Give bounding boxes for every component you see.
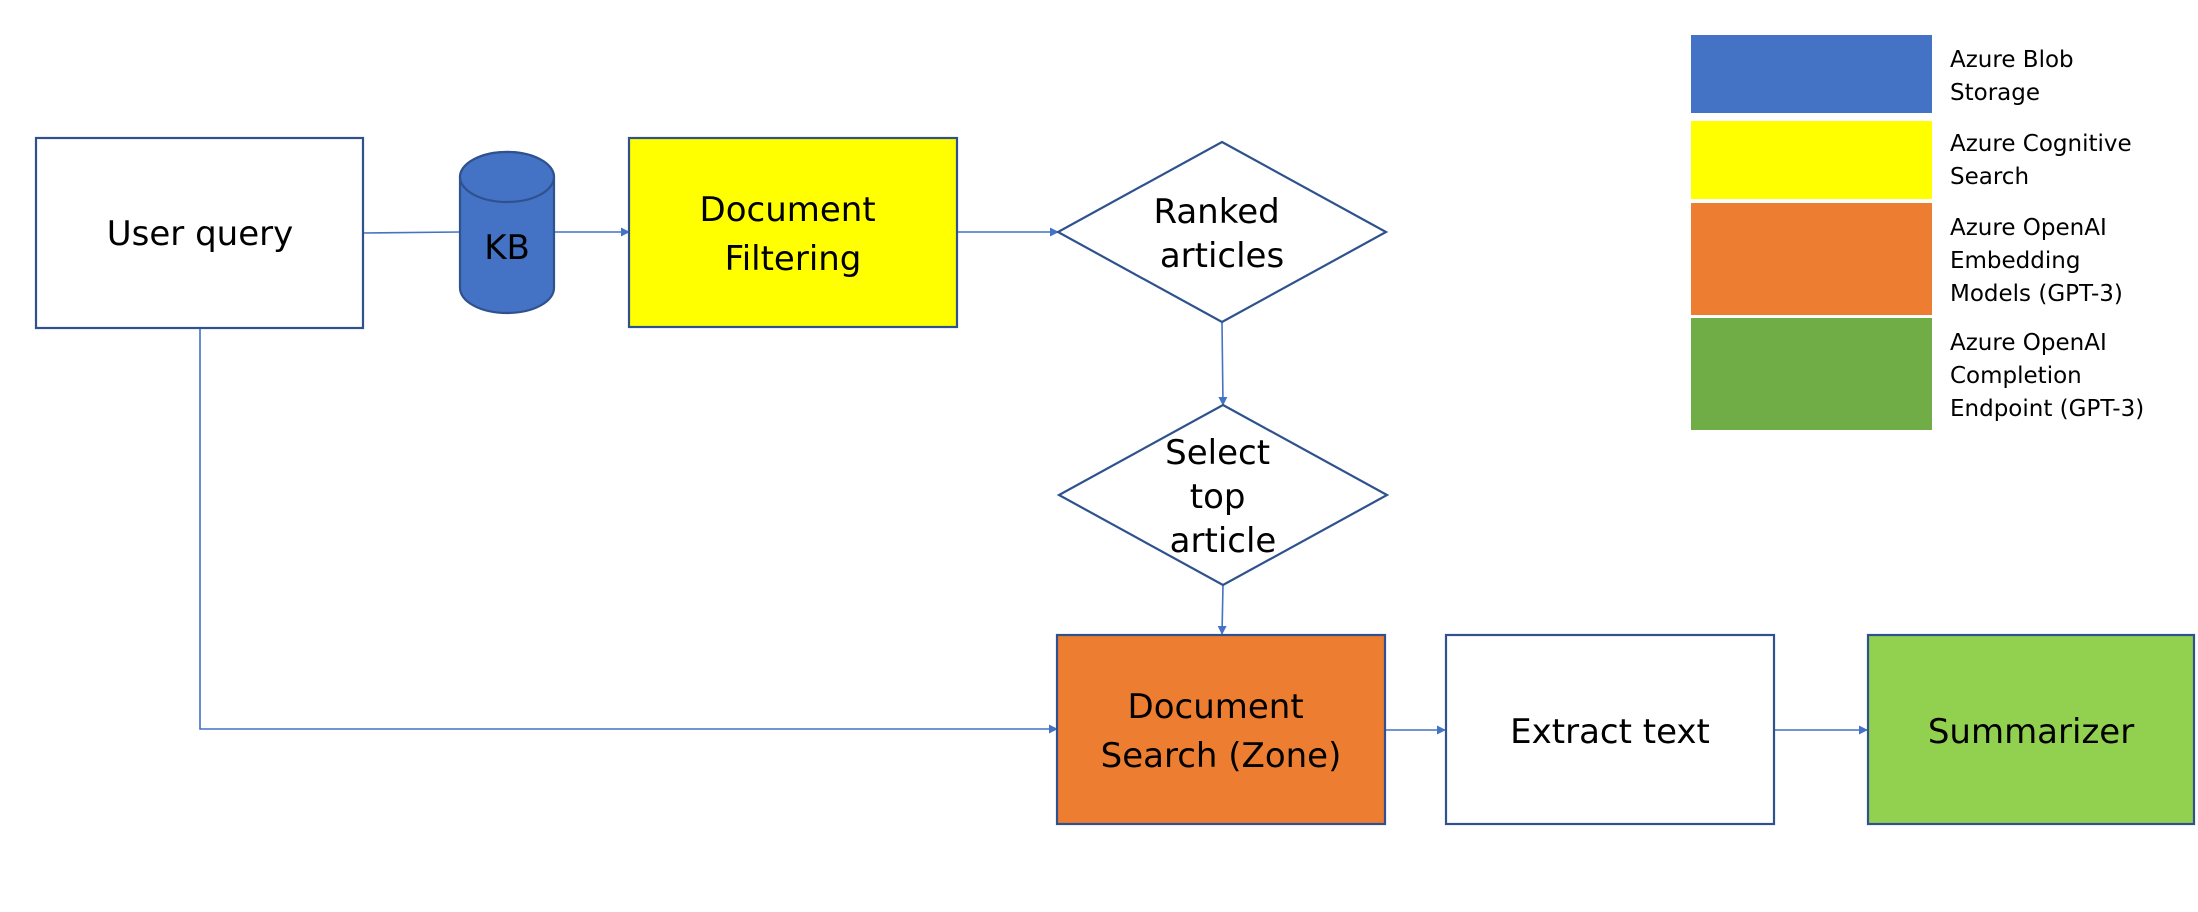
svg-text:Extract text: Extract text: [1510, 712, 1710, 752]
extract-text-box: [1444, 633, 1776, 826]
user-query-node: User query: [34, 136, 365, 330]
legend-item-azure-openai-completion-endpoint: Azure OpenAI Completion Endpoint (GPT-3): [1691, 318, 2144, 430]
user-query-label: User query: [107, 214, 293, 254]
legend-swatch-completion-endpoint: [1691, 318, 1932, 430]
document-filtering-label-line-2: Filtering: [725, 239, 862, 279]
summarizer-box: [1866, 633, 2196, 826]
connectors: [199, 227, 1868, 735]
legend-label-line: Embedding: [1950, 248, 2080, 274]
document-filtering-label-line-1: Document: [700, 190, 876, 230]
user-query-box: [34, 136, 365, 330]
legend-swatch-cognitive-search: [1691, 121, 1932, 199]
svg-text:Document Search (Zone): Document Search (Zone): [1101, 687, 1342, 776]
svg-text:Document Filtering: Document Filtering: [700, 190, 887, 279]
document-search-label-line-2: Search (Zone): [1101, 736, 1342, 776]
select-top-article-label-line-1: Select: [1165, 433, 1270, 473]
document-search-node: Document Search (Zone): [1055, 633, 1387, 826]
svg-text:Azure Cognitive Search: Azure Cognitive Search: [1950, 131, 2139, 190]
svg-text:Azure OpenAI Completio: Azure OpenAI Completion Endpoint (GPT-3): [1950, 330, 2144, 422]
legend-label-line: Endpoint (GPT-3): [1950, 396, 2144, 422]
legend-swatch-blob-storage: [1691, 35, 1932, 113]
summarizer-node: Summarizer: [1866, 633, 2196, 826]
edge-select-top-article-to-document-search: [1217, 584, 1227, 635]
document-filtering-box: [627, 136, 959, 329]
edge-ranked-articles-to-select-top-article: [1218, 321, 1228, 406]
legend-label-line: Completion: [1950, 363, 2082, 389]
svg-text:Summarizer: Summarizer: [1928, 712, 2134, 752]
select-top-article-diamond: [1056, 403, 1390, 587]
svg-text:KB: KB: [484, 228, 530, 268]
svg-text:Ranked articles: Ranked articles: [1153, 192, 1290, 276]
kb-node: KB: [458, 150, 556, 315]
ranked-articles-diamond: [1055, 140, 1389, 324]
document-filtering-node: Document Filtering: [627, 136, 959, 329]
select-top-article-label-line-2: top: [1190, 477, 1246, 517]
legend-label-line: Models (GPT-3): [1950, 281, 2123, 307]
extract-text-node: Extract text: [1444, 633, 1776, 826]
legend-label-line: Storage: [1950, 80, 2040, 106]
kb-label: KB: [484, 228, 530, 268]
edge-user-query-to-document-search: [199, 328, 1058, 734]
kb-cylinder-top: [458, 150, 556, 204]
extract-text-label: Extract text: [1510, 712, 1710, 752]
svg-text:User query: User query: [107, 214, 293, 254]
legend-swatch-embedding-models: [1691, 203, 1932, 315]
edge-user-query-to-kb: [362, 231, 461, 234]
select-top-article-node: Select top article: [1056, 403, 1390, 587]
select-top-article-label-line-3: article: [1170, 521, 1277, 561]
legend-item-azure-cognitive-search: Azure Cognitive Search: [1691, 121, 2139, 199]
legend-label-line: Search: [1950, 164, 2029, 190]
svg-text:Select top article: Select top article: [1165, 433, 1281, 561]
legend-label-line: Azure OpenAI: [1950, 330, 2107, 356]
svg-text:Azure Blob Storage: Azure Blob Storage: [1950, 47, 2081, 106]
legend-label-line: Azure OpenAI: [1950, 215, 2107, 241]
legend-label-line: Azure Blob: [1950, 47, 2074, 73]
legend: Azure Blob Storage Azure Cognitive Searc…: [1691, 35, 2144, 430]
svg-text:Azure OpenAI Embedding: Azure OpenAI Embedding Models (GPT-3): [1950, 215, 2123, 307]
ranked-articles-label-line-2: articles: [1160, 236, 1284, 276]
summarizer-label: Summarizer: [1928, 712, 2134, 752]
document-search-label-line-1: Document: [1128, 687, 1304, 727]
legend-item-azure-blob-storage: Azure Blob Storage: [1691, 35, 2081, 113]
database-cylinder-icon: [458, 150, 556, 315]
ranked-articles-node: Ranked articles: [1055, 140, 1389, 324]
ranked-articles-label-line-1: Ranked: [1153, 192, 1279, 232]
document-search-box: [1055, 633, 1387, 826]
legend-label-line: Azure Cognitive: [1950, 131, 2132, 157]
legend-item-azure-openai-embedding-models: Azure OpenAI Embedding Models (GPT-3): [1691, 203, 2123, 315]
